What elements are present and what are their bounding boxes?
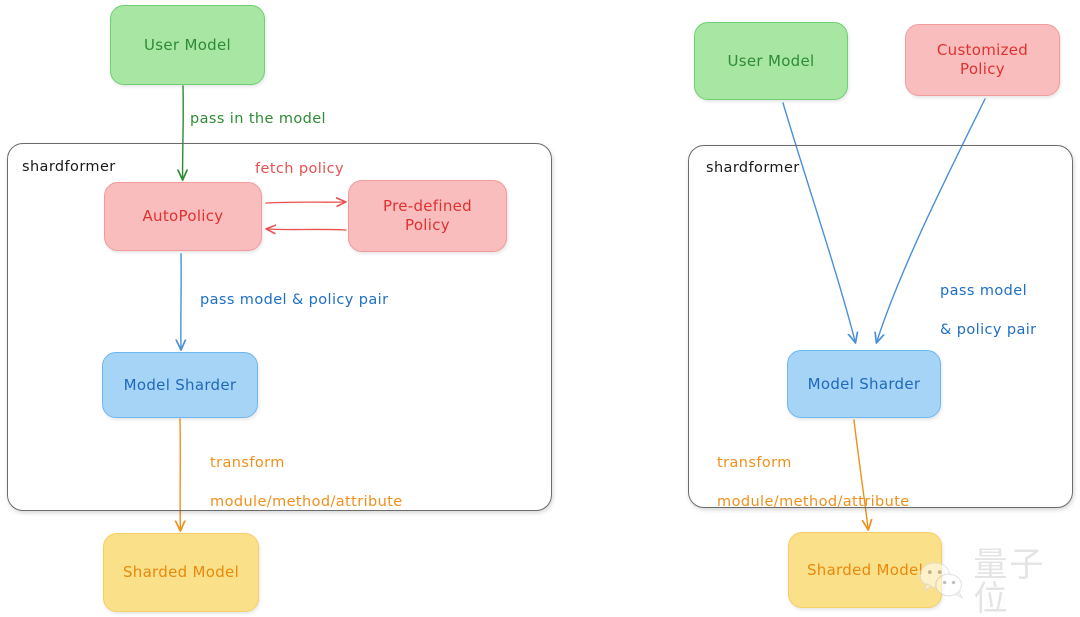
transform-right-line-2: module/method/attribute xyxy=(717,493,910,510)
shardformer-label-right: shardformer xyxy=(706,160,800,176)
node-customized-policy[interactable]: Customized Policy xyxy=(905,24,1060,96)
edge-label-pass-model-policy-pair: pass model & policy pair xyxy=(200,292,389,308)
pass-model-line-1: pass model xyxy=(940,282,1028,299)
watermark: 量子位 xyxy=(918,548,1080,616)
node-sharded-model-right[interactable]: Sharded Model xyxy=(788,532,942,608)
node-user-model-left[interactable]: User Model xyxy=(110,5,265,85)
node-model-sharder-left[interactable]: Model Sharder xyxy=(102,352,258,418)
node-auto-policy[interactable]: AutoPolicy xyxy=(104,182,262,251)
watermark-text: 量子位 xyxy=(973,545,1046,617)
transform-right-line-1: transform xyxy=(717,454,792,471)
transform-line-1: transform xyxy=(210,454,285,471)
node-sharded-model-left[interactable]: Sharded Model xyxy=(103,533,259,612)
node-pre-defined-policy[interactable]: Pre-defined Policy xyxy=(348,180,507,252)
edge-label-fetch-policy: fetch policy xyxy=(255,161,344,177)
node-model-sharder-right[interactable]: Model Sharder xyxy=(787,350,941,418)
edge-label-transform-right: transform module/method/attribute xyxy=(697,434,910,532)
shardformer-label-left: shardformer xyxy=(22,159,116,175)
edge-label-pass-in-the-model: pass in the model xyxy=(190,111,326,127)
pass-model-line-2: & policy pair xyxy=(940,321,1037,338)
edge-label-transform-left: transform module/method/attribute xyxy=(190,434,403,532)
edge-label-pass-model-policy-pair-right: pass model & policy pair xyxy=(920,262,1037,360)
transform-line-2: module/method/attribute xyxy=(210,493,403,510)
node-user-model-right[interactable]: User Model xyxy=(694,22,848,100)
shardformer-container-right xyxy=(688,145,1073,508)
shardformer-container-left xyxy=(7,143,552,511)
